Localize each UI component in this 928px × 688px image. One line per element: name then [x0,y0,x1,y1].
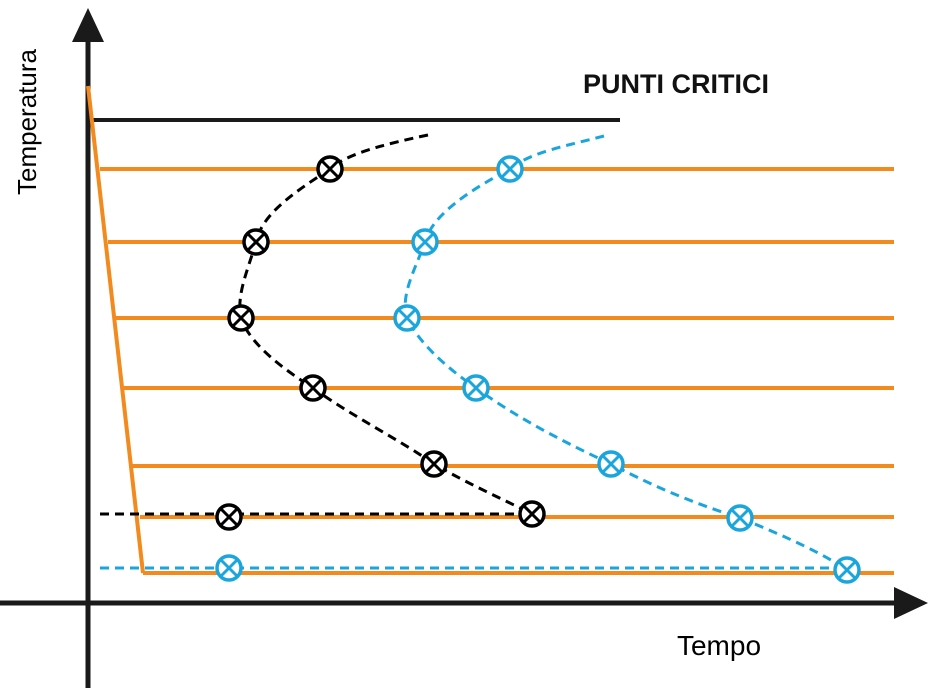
critical-point-marker [227,304,255,332]
critical-point-marker [215,554,243,582]
black-markers [215,155,546,531]
y-axis-label: Temperatura [12,48,42,194]
critical-point-marker [518,500,546,528]
critical-point-marker [420,450,448,478]
blue-critical-curve [403,134,848,572]
critical-point-marker [299,374,327,402]
critical-point-marker [242,228,270,256]
critical-point-marker [496,155,524,183]
critical-point-marker [393,304,421,332]
critical-point-marker [726,504,754,532]
diagram-title: PUNTI CRITICI [583,69,769,99]
x-axis-label: Tempo [677,630,761,661]
axes [0,8,928,688]
blue-markers [215,155,861,584]
critical-point-marker [462,374,490,402]
critical-point-marker [316,155,344,183]
critical-point-marker [215,503,243,531]
critical-point-marker [597,450,625,478]
black-critical-curve [238,133,533,516]
cooling-curve [86,85,145,574]
critical-point-marker [833,556,861,584]
critical-point-marker [411,228,439,256]
y-axis-arrowhead [72,8,104,42]
x-axis-arrowhead [894,587,928,619]
